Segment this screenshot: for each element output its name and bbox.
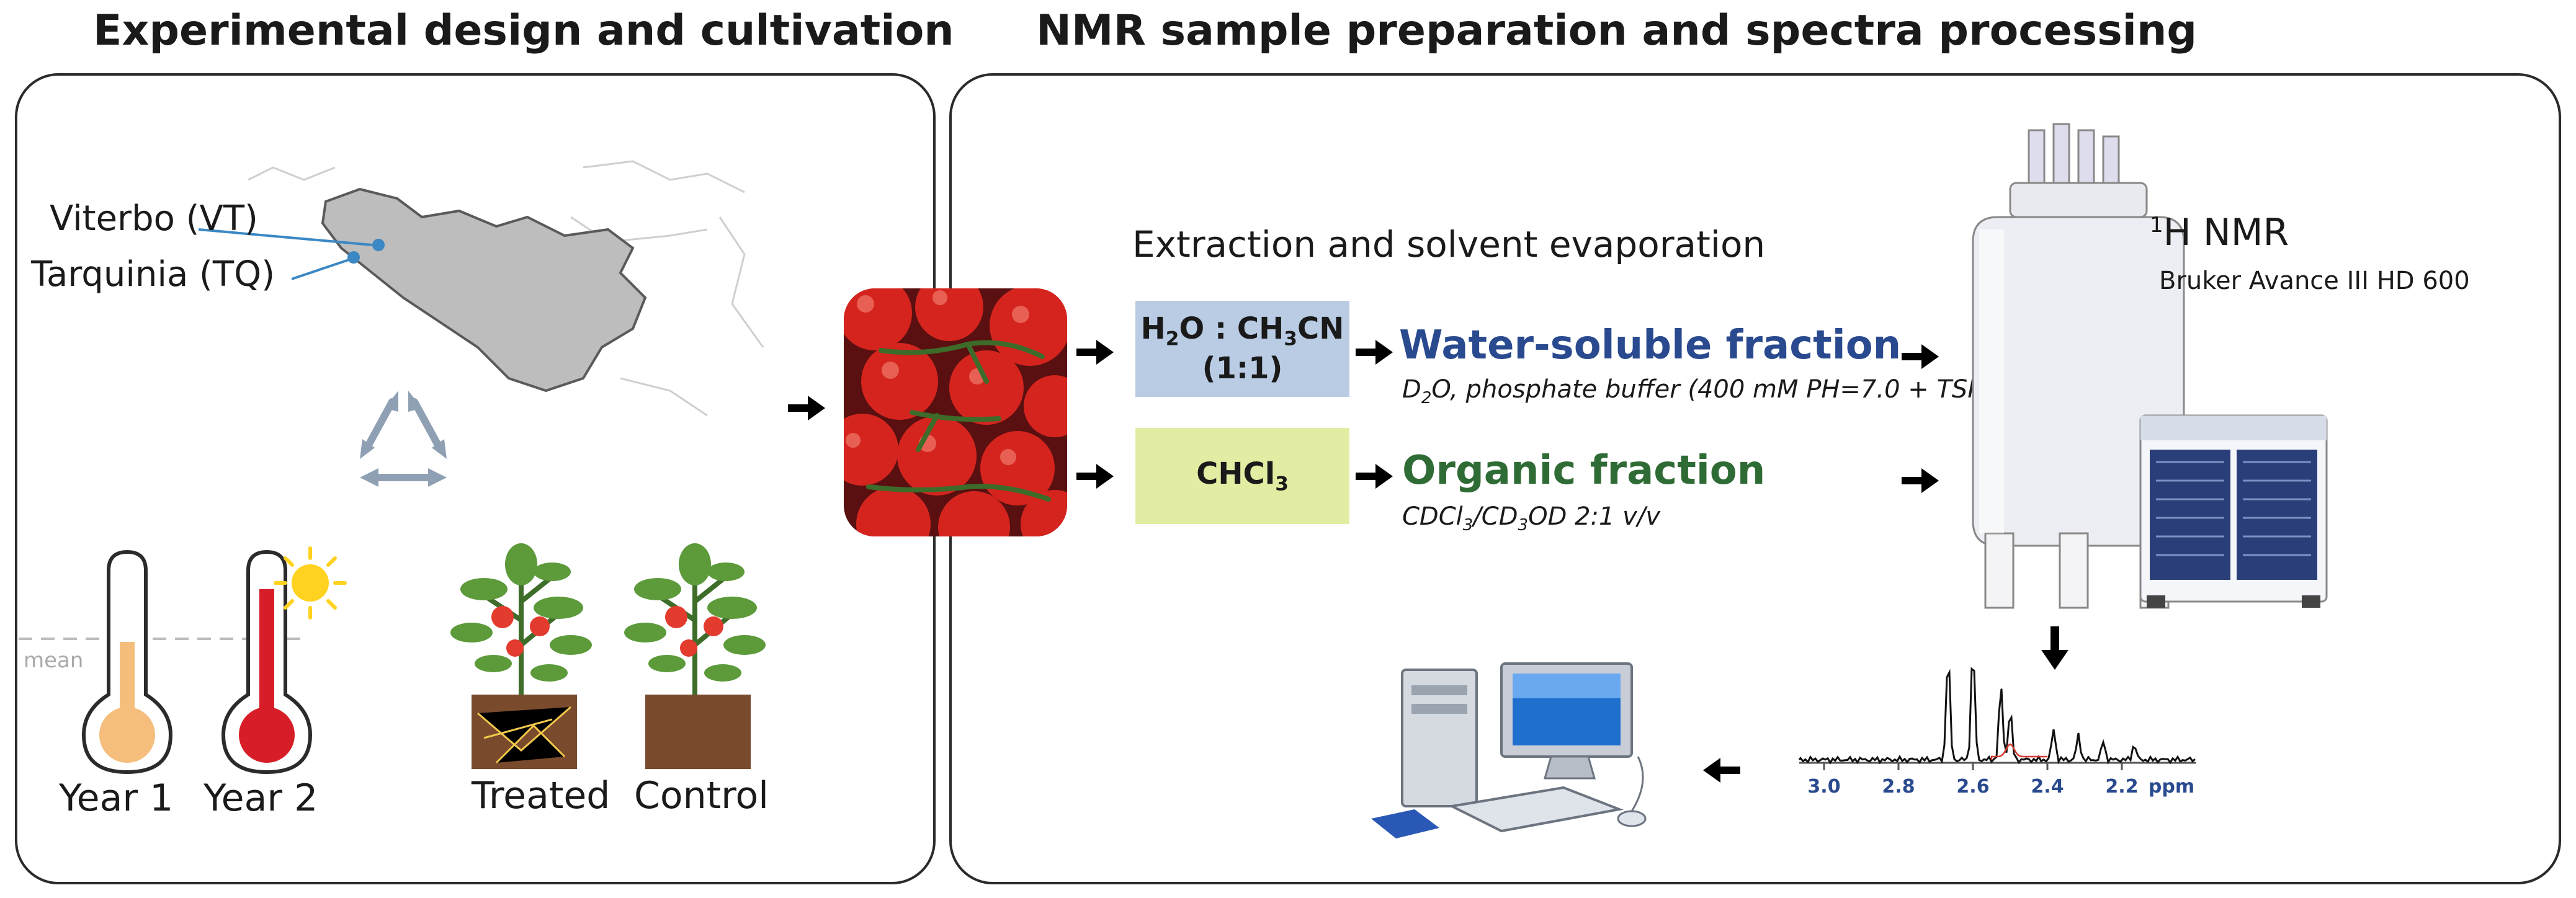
spectrum-axis-ticks: 3.0 2.8 2.6 2.4 2.2 ppm — [1807, 763, 2194, 798]
tomatoes-photo — [844, 288, 1067, 536]
spectrum-trace — [1798, 667, 2196, 765]
arrow-to-organic-fraction — [1356, 464, 1393, 489]
treated-label: Treated — [472, 774, 610, 817]
spectrum-tick-label: 2.4 — [2031, 776, 2064, 798]
lazio-map-illustration — [198, 160, 764, 417]
water-fraction-title: Water-soluble fraction — [1399, 322, 1902, 368]
chloroform-label: CHCl3 — [1196, 456, 1289, 496]
year1-label: Year 1 — [59, 776, 174, 820]
spectrum-unit-label: ppm — [2149, 776, 2194, 798]
control-plant — [624, 543, 766, 769]
nmr-spectrometer-illustration — [1972, 123, 2328, 609]
arrow-to-nmr-bottom — [1902, 468, 1939, 493]
tarquinia-label: Tarquinia (TQ) — [31, 254, 275, 295]
mean-label: mean — [24, 648, 84, 673]
arrow-to-water-fraction — [1356, 340, 1393, 365]
tarquinia-site-marker — [347, 251, 360, 264]
organic-fraction-conditions: CDCl3/CD3OD 2:1 v/v — [1402, 502, 1661, 535]
rotation-cycle-icon — [360, 391, 447, 487]
extraction-title: Extraction and solvent evaporation — [1132, 223, 1766, 265]
spectrum-tick-label: 3.0 — [1807, 776, 1840, 798]
arrow-to-water-solvent — [1076, 340, 1114, 365]
thermometer-year1 — [81, 549, 173, 775]
thermometers-illustration — [19, 549, 313, 775]
arrow-to-spectrum — [2041, 626, 2068, 670]
nmr-spectrum: 3.0 2.8 2.6 2.4 2.2 ppm — [1798, 667, 2196, 798]
sun-icon — [274, 546, 347, 620]
arrow-to-chloroform — [1076, 464, 1114, 489]
spectrum-tick-label: 2.6 — [1956, 776, 1989, 798]
year2-label: Year 2 — [203, 776, 318, 820]
water-acetonitrile-box: H2O : CH3CN (1:1) — [1135, 301, 1349, 397]
water-solvent-line1: H2O : CH3CN — [1140, 311, 1344, 350]
treated-plant — [450, 543, 592, 769]
spectrum-tick-label: 2.2 — [2105, 776, 2138, 798]
water-solvent-ratio: (1:1) — [1202, 350, 1283, 386]
nmr-model: Bruker Avance III HD 600 — [2159, 267, 2470, 295]
spectrum-tick-label: 2.8 — [1882, 776, 1915, 798]
tomato-plants-illustration — [450, 543, 766, 769]
arrow-to-nmr-top — [1902, 344, 1939, 369]
region-shape — [321, 187, 647, 393]
right-panel-heading: NMR sample preparation and spectra proce… — [1036, 6, 2198, 55]
arrow-to-tomatoes — [788, 396, 825, 420]
organic-fraction-title: Organic fraction — [1402, 448, 1766, 494]
computer-icon — [1371, 662, 1647, 838]
viterbo-label: Viterbo (VT) — [50, 198, 258, 239]
arrow-to-computer — [1703, 758, 1740, 783]
viterbo-site-marker — [372, 239, 385, 251]
console-cabinet — [2139, 414, 2328, 608]
water-fraction-conditions: D2O, phosphate buffer (400 mM PH=7.0 + T… — [1402, 375, 1993, 407]
thermometer-year2 — [221, 549, 313, 775]
left-panel-heading: Experimental design and cultivation — [93, 6, 954, 55]
nmr-title: 1H NMR — [2150, 211, 2289, 254]
control-label: Control — [634, 774, 769, 817]
chloroform-box: CHCl3 — [1135, 428, 1349, 524]
spectrum-fit-trace — [1990, 743, 2047, 760]
